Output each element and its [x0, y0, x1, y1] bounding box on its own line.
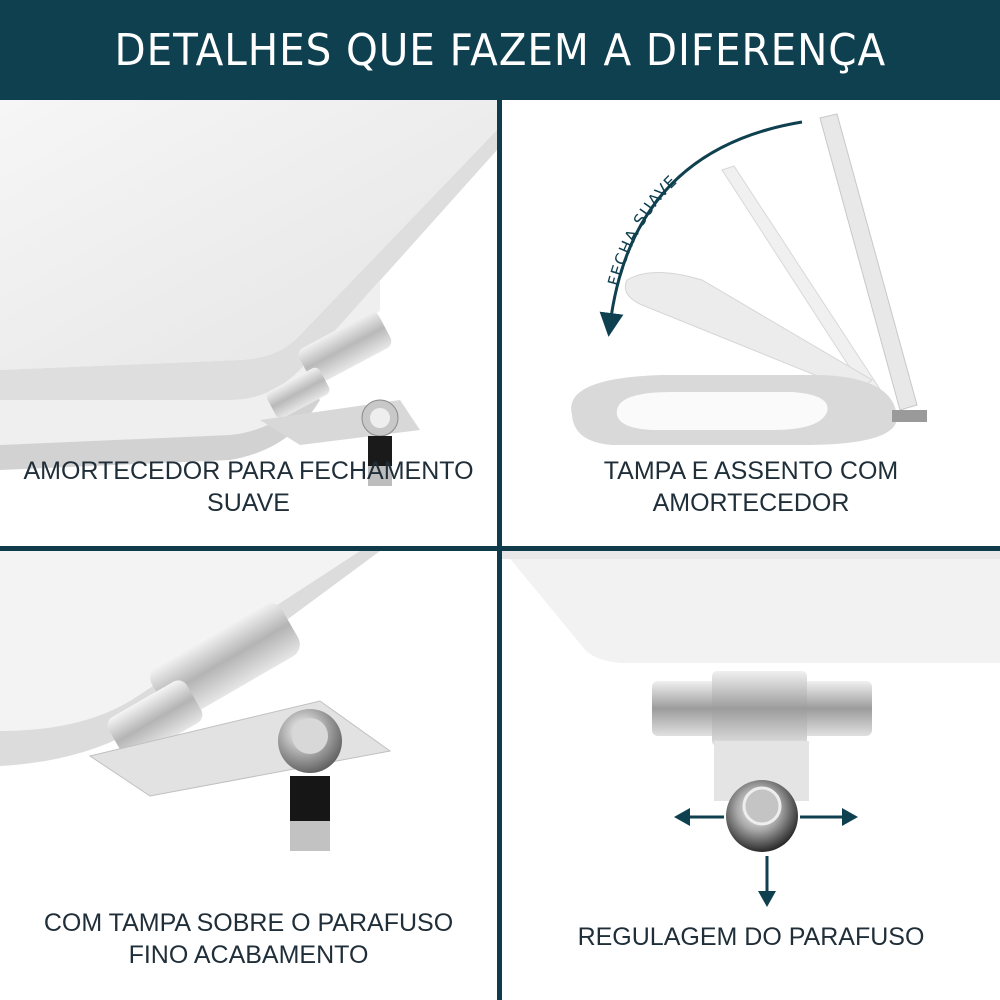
closing-arc-arrow-icon — [599, 120, 803, 337]
caption-line-1: AMORTECEDOR PARA FECHAMENTO — [23, 457, 474, 485]
caption-bolt-cap: COM TAMPA SOBRE O PARAFUSO FINO ACABAMEN… — [0, 907, 497, 971]
bolt-adjustment-illustration — [502, 551, 1000, 907]
caption-line-1: REGULAGEM DO PARAFUSO — [577, 923, 925, 951]
panel-seat-lid-damper: FECHA SUAVE TAMPA E ASSENTO COM AMORTECE… — [502, 100, 1000, 546]
caption-soft-close: AMORTECEDOR PARA FECHAMENTO SUAVE — [0, 455, 497, 519]
seat-closing-illustration: FECHA SUAVE — [571, 113, 927, 445]
bolt-cap-illustration — [0, 551, 392, 851]
hinge-illustration — [0, 100, 497, 486]
panel-bolt-cap: COM TAMPA SOBRE O PARAFUSO FINO ACABAMEN… — [0, 551, 497, 1000]
caption-line-1: TAMPA E ASSENTO COM — [603, 457, 899, 485]
caption-seat-lid: TAMPA E ASSENTO COM AMORTECEDOR — [502, 455, 1000, 519]
left-arrow-icon — [674, 808, 724, 826]
page-title: DETALHES QUE FAZEM A DIFERENÇA — [114, 24, 886, 76]
down-arrow-icon — [758, 856, 776, 907]
panel-soft-close-hinge: AMORTECEDOR PARA FECHAMENTO SUAVE — [0, 100, 497, 546]
horizontal-divider — [0, 546, 1000, 551]
caption-bolt-adjustment: REGULAGEM DO PARAFUSO — [502, 921, 1000, 953]
caption-line-2: AMORTECEDOR — [652, 489, 850, 517]
header-banner: DETALHES QUE FAZEM A DIFERENÇA — [0, 0, 1000, 100]
panel-bolt-adjustment: REGULAGEM DO PARAFUSO — [502, 551, 1000, 1000]
right-arrow-icon — [800, 808, 858, 826]
caption-line-1: COM TAMPA SOBRE O PARAFUSO — [43, 909, 454, 937]
caption-line-2: SUAVE — [207, 489, 290, 517]
caption-line-2: FINO ACABAMENTO — [128, 941, 369, 969]
arc-label: FECHA SUAVE — [604, 171, 680, 288]
svg-text:FECHA SUAVE: FECHA SUAVE — [604, 171, 681, 288]
